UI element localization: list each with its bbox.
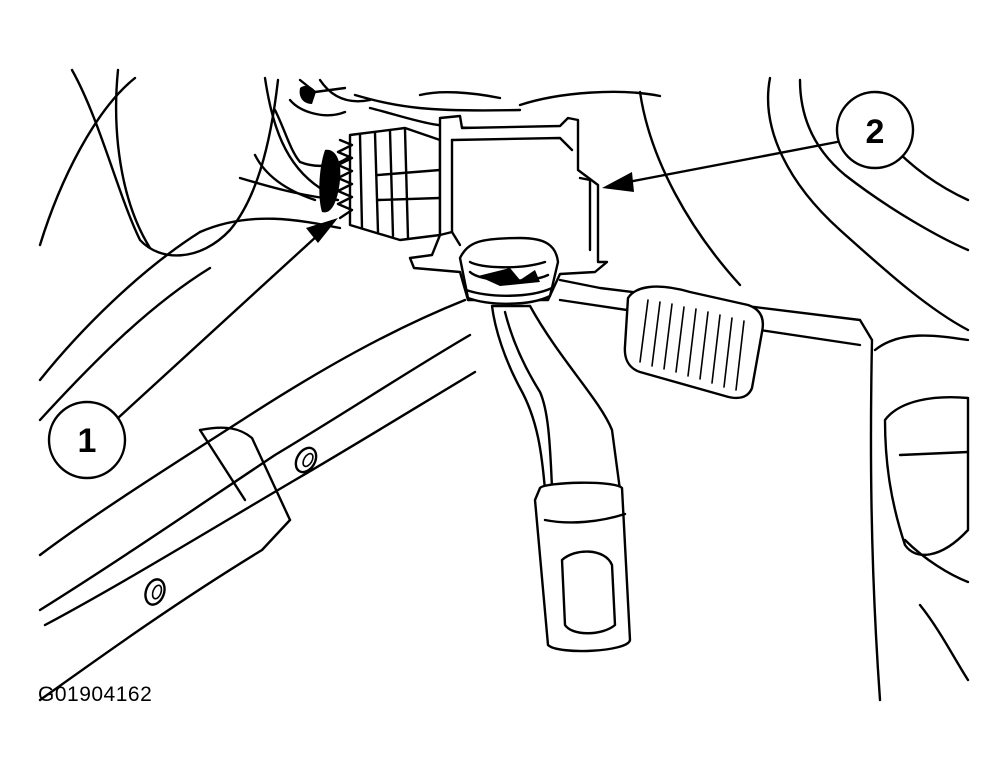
steering-column-shroud: [38, 298, 477, 702]
callout-1: 1: [47, 218, 338, 480]
callout-1-arrowhead: [306, 218, 338, 243]
callout-2: 2: [602, 90, 915, 192]
instrument-panel-lines: [38, 68, 342, 422]
callout-2-arrowhead: [602, 172, 634, 192]
wiring-harness: [253, 78, 522, 202]
switch-stalk: [490, 304, 632, 653]
multifunction-switch: [408, 114, 609, 305]
callout-2-leader: [626, 140, 839, 184]
pedal-pad: [623, 285, 764, 400]
callout-2-label: 2: [866, 113, 885, 151]
callout-2-circle: [835, 90, 915, 170]
callout-1-leader: [116, 233, 320, 420]
lower-dash-panel: [518, 76, 970, 702]
callout-1-label: 1: [78, 422, 97, 460]
callout-1-circle: [47, 400, 127, 480]
figure-id-label: G01904162: [38, 683, 153, 706]
electrical-connector: [319, 126, 442, 242]
